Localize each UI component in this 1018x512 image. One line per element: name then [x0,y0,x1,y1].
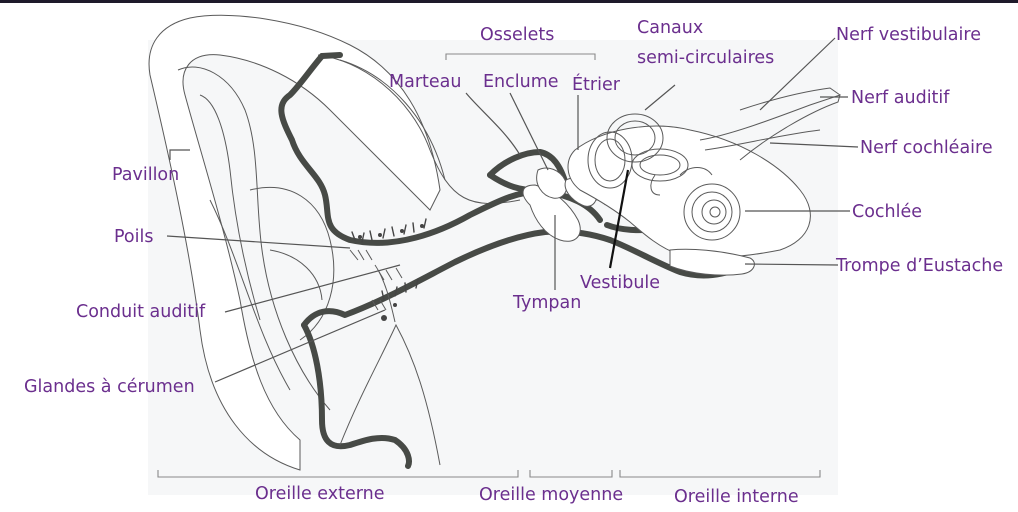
label-nerf-cochleaire: Nerf cochléaire [860,138,993,158]
label-canaux-line1: Canaux [637,18,703,38]
oreille-externe-bracket [157,470,519,478]
osselets-bracket [445,53,596,60]
label-trompe-eustache: Trompe d’Eustache [835,256,1003,276]
label-etrier: Étrier [572,73,621,95]
top-border-bar [0,0,1018,3]
inner-ear-drawing [567,87,841,276]
leader-lines [166,37,859,383]
label-nerf-vestibulaire: Nerf vestibulaire [836,25,981,45]
label-enclume: Enclume [483,72,559,92]
oreille-interne-bracket [619,470,821,478]
label-poils: Poils [114,227,153,247]
pinna-drawing [148,14,521,471]
label-pavillon: Pavillon [112,165,179,185]
label-osselets: Osselets [480,25,554,45]
label-oreille-externe: Oreille externe [255,484,384,504]
label-vestibule: Vestibule [580,273,660,293]
label-tympan: Tympan [512,293,581,313]
label-conduit-auditif: Conduit auditif [76,302,206,322]
label-oreille-interne: Oreille interne [674,487,799,507]
label-oreille-moyenne: Oreille moyenne [479,485,623,505]
label-marteau: Marteau [389,72,461,92]
label-nerf-auditif: Nerf auditif [851,88,950,108]
label-glandes-cerumen: Glandes à cérumen [24,377,195,397]
lower-outline [339,264,441,466]
canal-hairs [349,218,427,321]
label-cochlee: Cochlée [852,202,922,222]
oreille-moyenne-bracket [529,470,613,478]
label-canaux-line2: semi-circulaires [637,48,774,68]
